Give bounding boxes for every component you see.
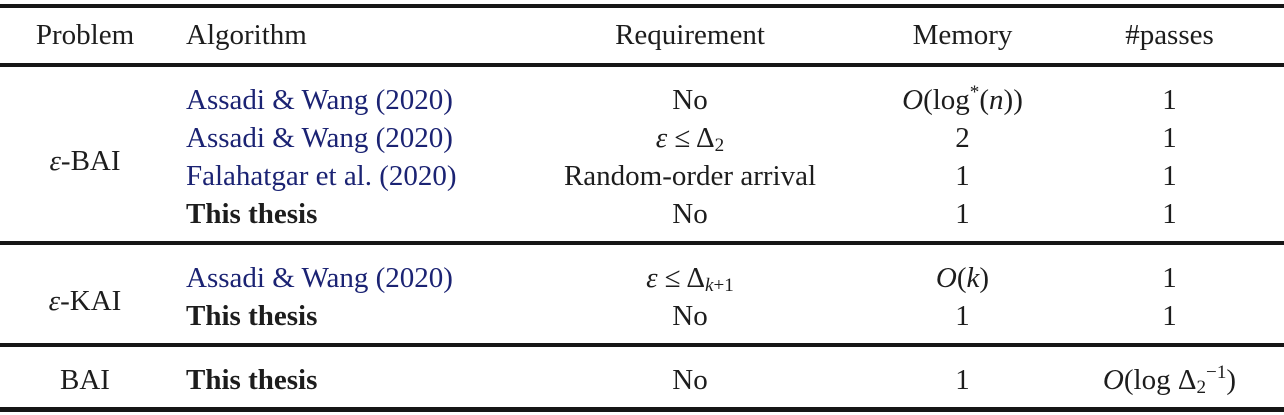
text-segment: 1 [1162, 299, 1177, 332]
text-segment: O [935, 261, 957, 294]
text-segment: ε [48, 284, 61, 317]
cell-memory: 2 [870, 119, 1055, 157]
text-segment: -KAI [60, 284, 122, 317]
table-row: This thesis No 1 1 [0, 195, 1284, 243]
text-segment: 1 [1162, 159, 1177, 192]
text-segment: 1 [955, 299, 970, 332]
text-segment: * [969, 81, 980, 103]
group-bai: BAI This thesis No 1 O(log Δ2−1) [0, 345, 1284, 410]
cell-memory: 1 [870, 195, 1055, 243]
cell-requirement: ε ≤ Δk+1 [510, 243, 870, 297]
column-header-requirement: Requirement [615, 19, 765, 51]
text-segment: O [902, 83, 924, 116]
table-row: Falahatgar et al. (2020) Random-order ar… [0, 157, 1284, 195]
text-segment: n [989, 83, 1004, 116]
text-segment: k [705, 275, 714, 297]
table-header: Problem Algorithm Requirement Memory #pa… [0, 6, 1284, 65]
text-segment: 1 [1162, 261, 1177, 294]
text-segment: ε [49, 144, 61, 177]
text-segment: 2 [714, 135, 725, 157]
text-segment: (log [923, 83, 970, 116]
group-epsilon-bai: ε-BAI Assadi & Wang (2020) No O(log*(n))… [0, 65, 1284, 243]
cell-algorithm: Assadi & Wang (2020) [170, 119, 510, 157]
cell-passes: 1 [1055, 195, 1284, 243]
cell-requirement: ε ≤ Δ2 [510, 119, 870, 157]
cell-requirement: No [510, 65, 870, 119]
text-segment: )) [1003, 83, 1023, 116]
cell-requirement: No [510, 195, 870, 243]
text-segment: 1 [955, 363, 970, 396]
table-row: ε-KAI Assadi & Wang (2020) ε ≤ Δk+1 O(k)… [0, 243, 1284, 317]
text-segment: ε [646, 261, 658, 294]
text-segment: -BAI [60, 144, 121, 177]
column-header-passes: #passes [1125, 19, 1214, 51]
citation-link[interactable]: Assadi & Wang (2020) [186, 121, 453, 154]
table-row: BAI This thesis No 1 O(log Δ2−1) [0, 345, 1284, 410]
text-segment: ε [655, 121, 668, 154]
citation-link[interactable]: Falahatgar et al. (2020) [186, 159, 457, 192]
cell-algorithm: This thesis [170, 195, 510, 243]
header-row: Problem Algorithm Requirement Memory #pa… [0, 6, 1284, 65]
cell-algorithm: This thesis [170, 345, 510, 410]
table-row: ε-BAI Assadi & Wang (2020) No O(log*(n))… [0, 65, 1284, 177]
text-segment: 2 [955, 121, 970, 154]
text-segment: No [672, 83, 708, 116]
cell-passes: O(log Δ2−1) [1055, 345, 1284, 410]
cell-algorithm: Assadi & Wang (2020) [170, 243, 510, 297]
text-segment: 1 [1162, 121, 1177, 154]
text-segment: ( [956, 261, 967, 294]
cell-passes: 1 [1055, 243, 1284, 297]
cell-algorithm: Assadi & Wang (2020) [170, 65, 510, 119]
cell-passes: 1 [1055, 297, 1284, 345]
citation-link[interactable]: Assadi & Wang (2020) [186, 261, 453, 294]
cell-memory: O(log*(n)) [870, 65, 1055, 119]
text-segment: 2 [1196, 377, 1207, 399]
cell-problem-bai: BAI [0, 345, 170, 410]
text-segment: ( [979, 83, 990, 116]
citation-link[interactable]: Assadi & Wang (2020) [186, 83, 453, 116]
cell-memory: 1 [870, 345, 1055, 410]
text-segment: −1 [1206, 361, 1227, 383]
cell-memory: O(k) [870, 243, 1055, 297]
cell-passes: 1 [1055, 157, 1284, 195]
text-segment: No [672, 363, 708, 396]
cell-passes: 1 [1055, 65, 1284, 119]
text-segment: Random-order arrival [563, 159, 817, 192]
table-row: Assadi & Wang (2020) ε ≤ Δ2 2 1 [0, 119, 1284, 157]
text-segment: No [672, 197, 708, 230]
cell-passes: 1 [1055, 119, 1284, 157]
group-epsilon-kai: ε-KAI Assadi & Wang (2020) ε ≤ Δk+1 O(k)… [0, 243, 1284, 345]
text-segment: +1 [713, 275, 734, 297]
text-segment: 1 [955, 197, 970, 230]
cell-problem-epsilon-bai: ε-BAI [0, 65, 170, 243]
text-segment: This thesis [186, 197, 318, 230]
text-segment: (log Δ [1123, 363, 1197, 396]
column-header-algorithm: Algorithm [186, 19, 307, 51]
text-segment: ≤ Δ [667, 121, 715, 154]
results-table: Problem Algorithm Requirement Memory #pa… [0, 4, 1284, 412]
text-segment: k [966, 261, 980, 294]
text-segment: 1 [955, 159, 970, 192]
cell-memory: 1 [870, 157, 1055, 195]
cell-algorithm: Falahatgar et al. (2020) [170, 157, 510, 195]
cell-requirement: No [510, 297, 870, 345]
cell-memory: 1 [870, 297, 1055, 345]
text-segment: ) [1226, 363, 1237, 396]
cell-requirement: No [510, 345, 870, 410]
column-header-problem: Problem [35, 19, 135, 51]
cell-requirement: Random-order arrival [510, 157, 870, 195]
text-segment: ≤ Δ [657, 261, 706, 294]
text-segment: This thesis [186, 299, 318, 332]
text-segment: ) [979, 261, 990, 294]
text-segment: O [1102, 363, 1124, 396]
text-segment: This thesis [186, 363, 318, 396]
cell-algorithm: This thesis [170, 297, 510, 345]
text-segment: No [672, 299, 708, 332]
text-segment: 1 [1162, 197, 1177, 230]
column-header-memory: Memory [912, 19, 1013, 51]
text-segment: 1 [1162, 83, 1177, 116]
table-row: This thesis No 1 1 [0, 297, 1284, 345]
cell-problem-epsilon-kai: ε-KAI [0, 243, 170, 345]
text-segment: BAI [60, 363, 110, 396]
